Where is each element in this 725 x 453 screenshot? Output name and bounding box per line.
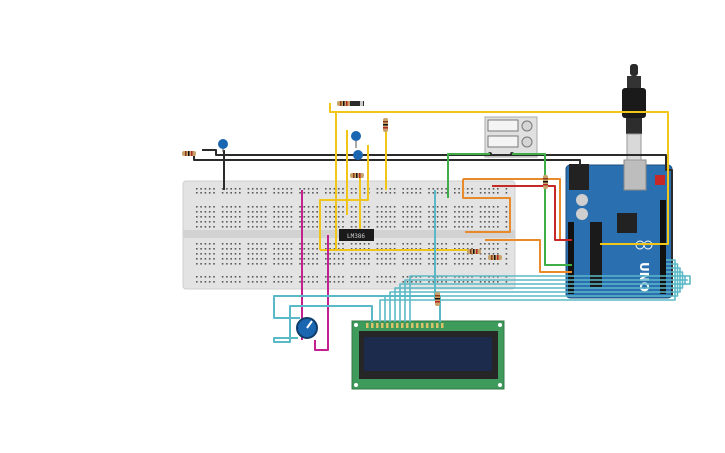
lm386-ic[interactable]: LM386 [339, 229, 374, 241]
wire-cyan-pot2 [273, 305, 373, 343]
capacitor-blue-2 [351, 131, 361, 148]
lcd-module[interactable] [351, 320, 505, 390]
capacitor-1 [576, 194, 588, 206]
cyan-bus-wires [379, 259, 691, 322]
wires [186, 103, 691, 351]
capacitors [218, 131, 363, 160]
wire-black-2 [202, 149, 673, 296]
wire-cyan-pot [273, 295, 441, 322]
dc-jack [569, 164, 589, 190]
wire-magenta-2 [314, 235, 329, 351]
usb-port [623, 159, 647, 191]
wire-cyan-bus [409, 275, 691, 322]
power-plug[interactable] [622, 64, 646, 161]
capacitor-blue-3 [353, 150, 363, 160]
chip [617, 213, 637, 233]
wire-yellow-4 [319, 145, 369, 250]
ic-label: LM386 [347, 233, 365, 240]
wire-yellow-top [329, 103, 669, 245]
capacitor-blue-1 [218, 139, 228, 152]
wire-green-2 [512, 153, 572, 266]
wire-red [492, 185, 572, 241]
resistors [182, 101, 548, 306]
capacitor-2 [576, 208, 588, 220]
atmega-chip [590, 222, 602, 287]
arduino-board[interactable]: UNO [565, 159, 673, 299]
lcd-pins [366, 323, 444, 328]
lcd-screen [364, 337, 492, 371]
diode [350, 101, 364, 106]
breadboard-holes [196, 188, 508, 283]
wire-cyan-bus [404, 279, 689, 322]
potentiometer[interactable] [296, 317, 318, 339]
display-module[interactable] [484, 116, 538, 158]
wire-cyan-bus [379, 259, 676, 322]
wire-orange-2 [462, 179, 511, 233]
wire-cyan-bus [394, 271, 684, 322]
wire-orange-3 [485, 239, 572, 273]
wire-cyan-bus [384, 263, 679, 322]
wire-cyan-bus [389, 267, 681, 322]
digital-header [660, 200, 666, 294]
power-header [568, 222, 574, 294]
reset-button[interactable] [655, 175, 665, 185]
wire-green-1 [447, 153, 490, 198]
